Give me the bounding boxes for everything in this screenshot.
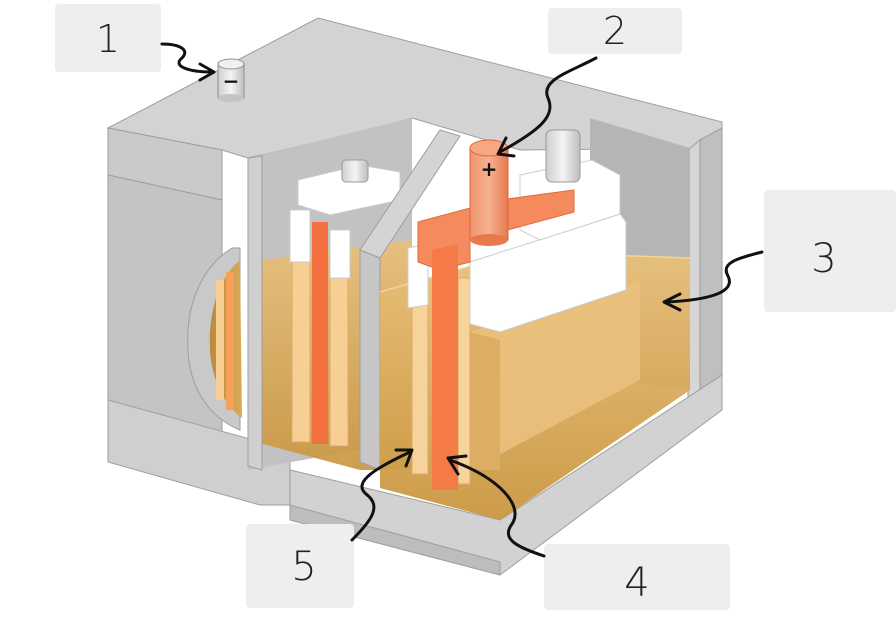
label-4-text: 4 <box>624 560 649 606</box>
right-cell: + <box>379 129 691 520</box>
pointer-arrow-1 <box>160 42 214 74</box>
negative-sign: − <box>223 69 240 93</box>
pointer-arrow-3 <box>664 250 764 304</box>
label-5-text: 5 <box>291 544 316 590</box>
arrowhead-2 <box>496 136 516 158</box>
negative-terminal: − <box>217 58 245 102</box>
arrowhead-3 <box>662 292 682 312</box>
arrowhead-5 <box>394 448 414 468</box>
pointer-arrow-5 <box>350 450 412 542</box>
positive-terminal: + <box>469 139 509 246</box>
pointer-arrow-4 <box>448 458 546 558</box>
case-base-front-face <box>289 504 501 576</box>
label-box-4: 4 <box>544 544 730 610</box>
positive-sign: + <box>481 157 498 181</box>
label-box-1: 1 <box>55 4 161 72</box>
label-box-5: 5 <box>246 524 354 608</box>
battery-case <box>106 17 723 576</box>
arrowhead-1 <box>198 62 216 82</box>
label-3-text: 3 <box>811 236 836 282</box>
arrowhead-4 <box>446 454 468 476</box>
label-2-text: 2 <box>603 9 627 53</box>
label-box-3: 3 <box>764 190 896 312</box>
pointer-arrow-2 <box>498 56 598 154</box>
left-cutaway <box>187 247 242 431</box>
central-divider <box>247 129 461 471</box>
label-1-text: 1 <box>96 17 120 61</box>
case-right-wall <box>699 127 723 393</box>
label-box-2: 2 <box>548 8 682 54</box>
case-top <box>106 17 723 159</box>
